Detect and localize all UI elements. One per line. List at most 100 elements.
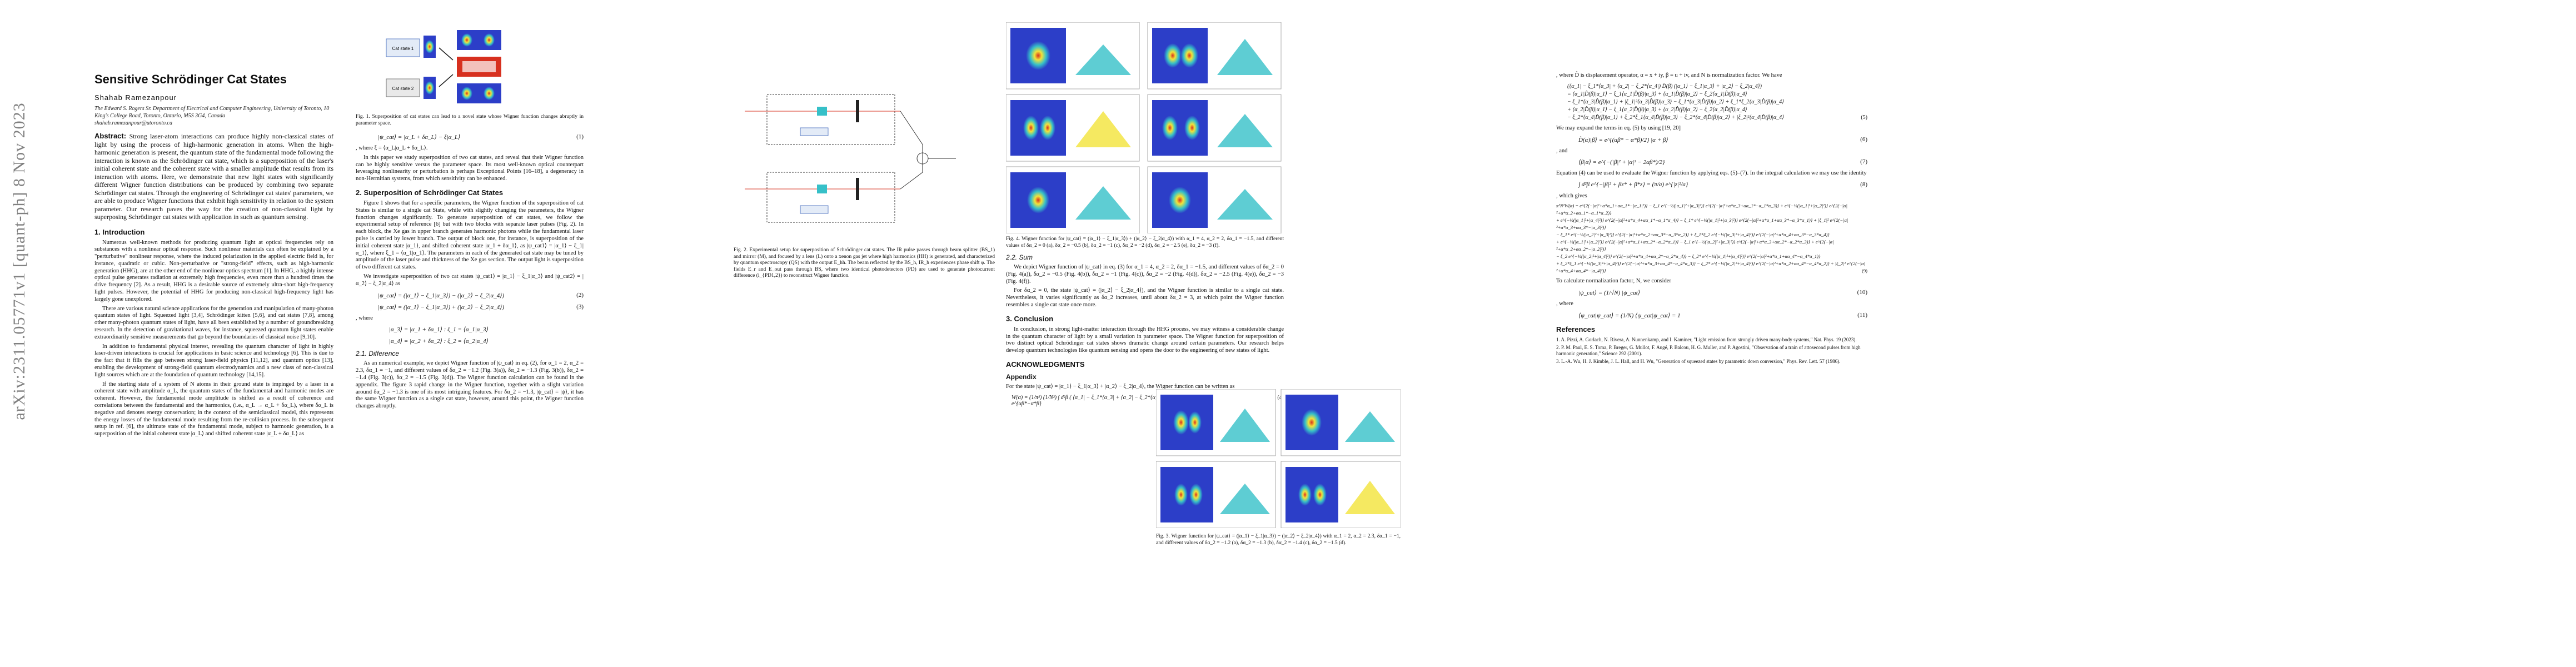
equation-10: |ψ_cat⟩ = (1/√N) |ψ_cat⟩ (10)	[1578, 289, 1867, 297]
figure-4-panel-b	[1147, 22, 1282, 89]
figure-3-wigner-grid	[1156, 389, 1401, 529]
setup-block-2	[766, 172, 895, 223]
paper-title: Sensitive Schrödinger Cat States	[94, 72, 287, 86]
xenon-gas-jet-2	[817, 185, 827, 193]
section-introduction-title: 1. Introduction	[94, 227, 145, 236]
eq9-line-6: + ξ_2*ξ_1 e^{−½(|α_3|²+|α_4|²)} e^{2(−|α…	[1556, 260, 1865, 273]
figure-4-panel-f	[1147, 166, 1282, 234]
equation-10-body: |ψ_cat⟩ = (1/√N) |ψ_cat⟩	[1578, 289, 1641, 296]
figure-4	[1006, 22, 1284, 234]
combine-path	[900, 111, 923, 190]
page2-column-right: Fig. 4. Wigner function for |ψ_cat⟩ = (|…	[1006, 0, 1284, 667]
appendix-paragraph: For the state |ψ_cat⟩ = |α_1⟩ − ξ_1|α_3⟩…	[1006, 383, 1235, 390]
spectrometer-2	[800, 205, 829, 214]
page2-column-left: Fig. 2. Experimental setup for superposi…	[734, 0, 995, 667]
page1-column-left: Sensitive Schrödinger Cat States Shahab …	[94, 0, 333, 667]
cat-state-1-box	[386, 38, 420, 57]
sum-paragraph-2: For δα_2 = 0, the state |ψ_cat⟩ = (|α_2⟩…	[1006, 287, 1284, 308]
author-email: shahab.ramezanpour@utoronto.ca	[94, 120, 172, 126]
equation-3: |ψ_cat⟩ = (|α_1⟩ − ξ_1|α_3⟩) + (|α_2⟩ − …	[378, 303, 584, 311]
abstract-label: Abstract:	[94, 132, 127, 140]
equation-9-number: (9)	[1862, 267, 1867, 273]
difference-paragraph-1: As an numerical example, we depict Wigne…	[356, 360, 584, 410]
eq5-line-5: − ξ_2*⟨α_4|D̂(β)|α_1⟩ + ξ_2*ξ_1⟨α_4|D̂(β…	[1567, 114, 1785, 121]
figure-4-panel-c	[1006, 94, 1140, 162]
intro-paragraph-2: There are various natural science applic…	[94, 305, 333, 340]
cat-state-2-label: Cat state 2	[392, 86, 414, 91]
equation-4a: |α_3⟩ = |α_1 + δα_1⟩ : ξ_1 = ⟨α_1|α_3⟩	[389, 326, 489, 334]
reference-3: 3. L.-A. Wu, H. J. Kimble, J. L. Hall, a…	[1556, 358, 1841, 364]
section-superposition-title: 2. Superposition of Schrödinger Cat Stat…	[356, 188, 504, 197]
eq9-line-2: + e^{−½(|α_1|²+|α_4|²)} e^{2(−|α|²+α*α_4…	[1556, 217, 1848, 230]
page-3: , where D̂ is displacement operator, α =…	[1556, 0, 2134, 667]
page-2: Fig. 2. Experimental setup for superposi…	[734, 0, 1312, 667]
references-title: References	[1556, 325, 1596, 334]
figure-4-panel-d	[1147, 94, 1282, 162]
superposition-paragraph-1: Figure 1 shows that for a specific param…	[356, 200, 584, 271]
acknowledgments-title: ACKNOWLEDGMENTS	[1006, 360, 1085, 369]
equation-3-body: |ψ_cat⟩ = (|α_1⟩ − ξ_1|α_3⟩) + (|α_2⟩ − …	[378, 303, 505, 311]
page1-column-right: Cat state 1 Cat state 2 Fig. 1. Superpos	[356, 0, 584, 667]
figure-2-caption: Fig. 2. Experimental setup for superposi…	[734, 247, 995, 278]
equation-11-body: ⟨ψ_cat|ψ_cat⟩ = (1/N) ⟨ψ_cat|ψ_cat⟩ = 1	[1578, 312, 1681, 319]
figure-1-caption: Fig. 1. Superposition of cat states can …	[356, 114, 584, 126]
equation-2-number: (2)	[576, 291, 584, 298]
figure-4-panel-e	[1006, 166, 1140, 234]
appendix-title: Appendix	[1006, 372, 1037, 381]
arxiv-id: arXiv:2311.05771v1 [quant-ph] 8 Nov 2023	[10, 102, 28, 420]
equation-2: |ψ_cat⟩ = (|α_1⟩ − ξ_1|α_3⟩) − (|α_2⟩ − …	[378, 292, 584, 300]
page-1: Sensitive Schrödinger Cat States Shahab …	[94, 0, 656, 667]
normalization-intro: To calculate normalization factor, N, we…	[1556, 277, 1672, 284]
sum-paragraph-1: We depict Wigner function of |ψ_cat⟩ in …	[1006, 264, 1284, 285]
setup-block-1	[766, 94, 895, 145]
and-text: , and	[1556, 147, 1568, 154]
arrow-1	[439, 47, 454, 61]
mirror-1	[856, 100, 859, 122]
eq9-line-1: π²N²W(α) = e^{2(−|α|²+α*α_1+αα_1*−|α_1|²…	[1556, 202, 1847, 216]
equation-1-number: (1)	[576, 133, 584, 140]
equation-9-block: π²N²W(α) = e^{2(−|α|²+α*α_1+αα_1*−|α_1|²…	[1556, 202, 1867, 275]
arxiv-stamp: arXiv:2311.05771v1 [quant-ph] 8 Nov 2023	[6, 50, 33, 472]
equation-8-body: ∫ d²β e^{−|β|² + βz* + β*z} = (π/a) e^{|…	[1578, 181, 1688, 188]
equation-5-expansion: (⟨α_1| − ξ_1*⟨α_3| + ⟨α_2| − ξ_2*⟨α_4|) …	[1567, 83, 1867, 122]
figure-4-panel-a	[1006, 22, 1140, 89]
intro-paragraph-3: In addition to fundamental physical inte…	[94, 343, 333, 378]
displacement-intro: , where D̂ is displacement operator, α =…	[1556, 72, 1782, 78]
figure-4-wigner-grid	[1006, 22, 1282, 234]
references: References 1. A. Pizzi, A. Gorlach, N. R…	[1556, 325, 1867, 365]
subsection-sum-title: 2.2. Sum	[1006, 253, 1033, 261]
col2-paragraph-1: In this paper we study superposition of …	[356, 154, 584, 182]
figure-3-caption: Fig. 3. Wigner function for |ψ_cat⟩ = (|…	[1156, 534, 1401, 546]
equation-8: ∫ d²β e^{−|β|² + βz* + β*z} = (π/a) e^{|…	[1578, 181, 1867, 189]
abstract: Abstract: Strong laser-atom interactions…	[94, 132, 333, 221]
intro-paragraph-1: Numerous well-known methods for producin…	[94, 239, 333, 302]
intro-paragraph-4: If the starting state of a system of N a…	[94, 381, 333, 437]
eq5-line-4: + ⟨α_2|D̂(β)|α_1⟩ − ξ_1⟨α_2|D̂(β)|α_3⟩ +…	[1567, 106, 1747, 113]
equation-7-body: ⟨β|α⟩ = e^{−(|β|² + |α|² − 2αβ*)/2}	[1578, 159, 1665, 166]
cat-state-1-label: Cat state 1	[392, 46, 414, 51]
equation-7: ⟨β|α⟩ = e^{−(|β|² + |α|² − 2αβ*)/2} (7)	[1578, 158, 1867, 166]
figure-2	[734, 78, 995, 245]
abstract-text: Strong laser-atom interactions can produ…	[94, 132, 333, 221]
xenon-gas-jet-1	[817, 107, 827, 116]
page3-column: , where D̂ is displacement operator, α =…	[1556, 0, 1867, 667]
figure-3-block: Fig. 3. Wigner function for |ψ_cat⟩ = (|…	[1156, 389, 1401, 667]
which-gives-text: , which gives	[1556, 193, 1587, 200]
equation-4b: |α_4⟩ = |α_2 + δα_2⟩ : ξ_2 = ⟨α_2|α_4⟩	[389, 338, 489, 345]
eq9-line-3: − ξ_1* e^{−½(|α_2|²+|α_3|²)} e^{2(−|α|²+…	[1556, 231, 1830, 237]
equation-6-body: D̂(α)|β⟩ = e^{(αβ* − α*β)/2} |α + β⟩	[1578, 136, 1668, 143]
figure-1-diagram: Cat state 1 Cat state 2	[386, 30, 501, 103]
affiliation-text: The Edward S. Rogers Sr. Department of E…	[94, 106, 330, 119]
equation-11: ⟨ψ_cat|ψ_cat⟩ = (1/N) ⟨ψ_cat|ψ_cat⟩ = 1 …	[1578, 312, 1867, 320]
eq5-line-1: (⟨α_1| − ξ_1*⟨α_3| + ⟨α_2| − ξ_2*⟨α_4|) …	[1567, 83, 1762, 89]
figure-3-panel-b	[1280, 389, 1401, 456]
figure-1: Cat state 1 Cat state 2	[356, 28, 584, 111]
mirror-2	[856, 178, 859, 200]
equation-use-text: Equation (4) can be used to evaluate the…	[1556, 170, 1867, 177]
reference-1: 1. A. Pizzi, A. Gorlach, N. Rivera, A. N…	[1556, 336, 1857, 342]
equation-6: D̂(α)|β⟩ = e^{(αβ* − α*β)/2} |α + β⟩ (6)	[1578, 136, 1867, 144]
eq5-line-3: − ξ_1*⟨α_3|D̂(β)|α_1⟩ + |ξ_1|²⟨α_3|D̂(β)…	[1567, 98, 1785, 105]
affiliation: The Edward S. Rogers Sr. Department of E…	[94, 105, 333, 127]
equation-1-body: |ψ_cat⟩ = |α_L + δα_L⟩ − ξ|α_L⟩	[378, 134, 461, 141]
section-conclusion-title: 3. Conclusion	[1006, 314, 1054, 323]
